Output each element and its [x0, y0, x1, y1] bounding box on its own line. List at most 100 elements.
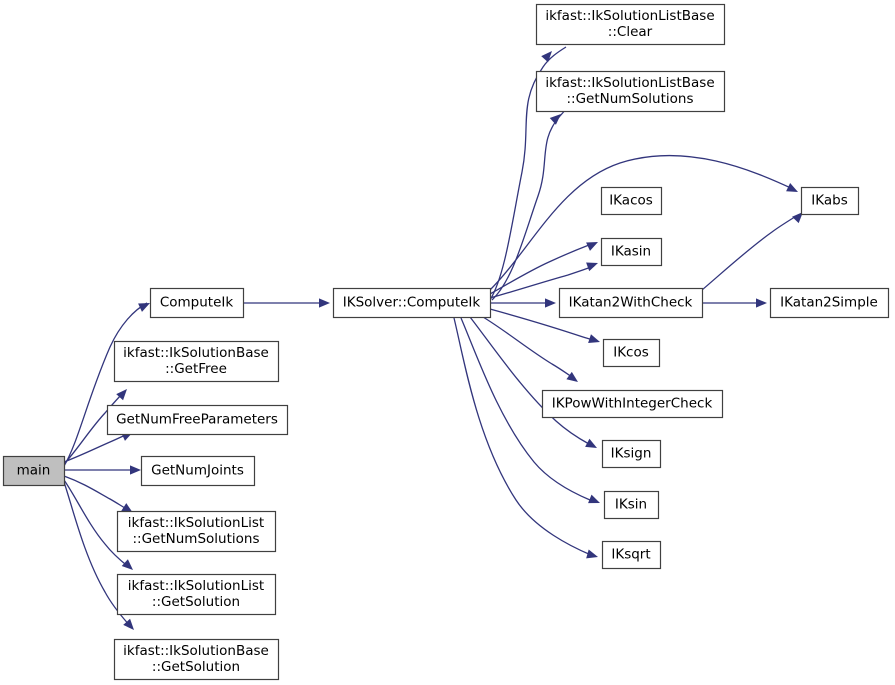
node-label-list-getsol: ikfast::IkSolutionList: [128, 578, 264, 594]
node-label-base-getsol: ikfast::IkSolutionBase: [123, 643, 269, 659]
node-box-ikasin[interactable]: [600, 237, 663, 267]
node-box-getnumjoints[interactable]: [140, 455, 256, 487]
arrowhead-to-ikcos: [588, 334, 600, 343]
edge-main-to-list-getnumsol: [63, 475, 131, 512]
node-label-iksin: IKsin: [615, 497, 647, 513]
node-label-listbase-getnum: ::GetNumSolutions: [567, 91, 694, 107]
arrowhead-to-iksign: [585, 438, 597, 448]
node-getfree[interactable]: ikfast::IkSolutionBase::GetFree: [113, 340, 280, 383]
node-label-iksign: IKsign: [611, 446, 652, 462]
arrowhead-to-getfree: [116, 389, 127, 401]
node-label-computeik: ComputeIk: [160, 295, 234, 311]
edge-main-to-base-getsol: [63, 481, 132, 628]
arrowhead-to-computeik: [138, 303, 150, 312]
node-label-getfree: ::GetFree: [165, 361, 227, 377]
node-box-base-getsol[interactable]: [113, 638, 280, 681]
edge-iksolver-to-ikacos: [489, 244, 590, 295]
node-label-getfree: ikfast::IkSolutionBase: [123, 345, 269, 361]
node-box-getnumfreeparams[interactable]: [106, 404, 289, 436]
node-label-iksqrt: IKsqrt: [611, 547, 650, 563]
edge-iksolver-to-listbase-clear: [489, 46, 567, 301]
edge-main-to-list-getsol: [63, 479, 131, 569]
node-ikacos[interactable]: IKacos: [600, 186, 663, 216]
node-box-ikatan2simple[interactable]: [769, 287, 890, 319]
arrowhead-to-list-getnumsol: [121, 503, 133, 513]
node-box-ikatan2check[interactable]: [558, 287, 704, 319]
node-box-getfree[interactable]: [113, 340, 280, 383]
arrowhead-to-listbase-getnum: [549, 114, 561, 125]
node-label-ikasin: IKasin: [611, 244, 651, 260]
node-base-getsol[interactable]: ikfast::IkSolutionBase::GetSolution: [113, 638, 280, 681]
node-box-computeik[interactable]: [149, 287, 245, 319]
node-iksign[interactable]: IKsign: [601, 439, 662, 469]
node-label-ikacos: IKacos: [609, 193, 653, 209]
node-ikcos[interactable]: IKcos: [602, 338, 661, 368]
node-box-ikabs[interactable]: [800, 186, 860, 216]
node-box-ikpowcheck[interactable]: [541, 389, 724, 419]
node-box-list-getnumsol[interactable]: [116, 510, 277, 553]
node-box-list-getsol[interactable]: [116, 573, 277, 616]
node-listbase-getnum[interactable]: ikfast::IkSolutionListBase::GetNumSoluti…: [535, 70, 726, 113]
node-listbase-clear[interactable]: ikfast::IkSolutionListBase::Clear: [535, 3, 726, 46]
node-iksin[interactable]: IKsin: [603, 490, 660, 520]
node-label-ikatan2simple: IKatan2Simple: [780, 295, 878, 311]
node-box-main[interactable]: [2, 455, 66, 487]
node-label-main: main: [17, 463, 51, 479]
node-label-list-getnumsol: ikfast::IkSolutionList: [128, 515, 264, 531]
node-box-iksolver[interactable]: [332, 287, 492, 319]
arrowhead-to-getnumjoints: [130, 465, 141, 475]
node-label-list-getsol: ::GetSolution: [152, 594, 240, 610]
node-box-listbase-getnum[interactable]: [535, 70, 726, 113]
node-label-list-getnumsol: ::GetNumSolutions: [133, 531, 260, 547]
arrowhead-to-iksin: [588, 494, 600, 504]
node-box-iksign[interactable]: [601, 439, 662, 469]
node-main[interactable]: main: [2, 455, 66, 487]
edge-iksolver-to-ikasin: [489, 265, 595, 299]
arrowhead-to-ikacos: [586, 242, 598, 251]
arrowhead-to-ikpowcheck: [566, 371, 578, 382]
node-label-ikabs: IKabs: [811, 193, 847, 209]
arrowhead-to-base-getsol: [123, 618, 134, 630]
arrowhead-to-iksqrt: [586, 549, 598, 559]
node-box-iksin[interactable]: [603, 490, 660, 520]
edge-ikatan2check-to-ikabs: [701, 214, 799, 291]
node-getnumfreeparams[interactable]: GetNumFreeParameters: [106, 404, 289, 436]
edge-iksolver-to-iksqrt: [453, 317, 592, 556]
node-list-getsol[interactable]: ikfast::IkSolutionList::GetSolution: [116, 573, 277, 616]
arrowhead-to-ikabs: [792, 212, 803, 224]
node-box-iksqrt[interactable]: [601, 540, 662, 570]
node-getnumjoints[interactable]: GetNumJoints: [140, 455, 256, 487]
node-ikatan2simple[interactable]: IKatan2Simple: [769, 287, 890, 319]
nodes-layer: main ComputeIkikfast::IkSolutionBase::Get…: [2, 3, 890, 681]
node-label-ikcos: IKcos: [613, 345, 649, 361]
arrowhead-to-ikasin: [586, 262, 598, 272]
node-computeik[interactable]: ComputeIk: [149, 287, 245, 319]
node-label-listbase-clear: ::Clear: [608, 24, 653, 40]
node-ikpowcheck[interactable]: IKPowWithIntegerCheck: [541, 389, 724, 419]
node-label-getnumjoints: GetNumJoints: [151, 463, 244, 479]
node-ikabs[interactable]: IKabs: [800, 186, 860, 216]
node-box-ikacos[interactable]: [600, 186, 663, 216]
edge-iksolver-to-iksin: [460, 317, 591, 501]
node-box-ikcos[interactable]: [602, 338, 661, 368]
node-iksqrt[interactable]: IKsqrt: [601, 540, 662, 570]
node-label-ikatan2check: IKatan2WithCheck: [569, 295, 693, 311]
node-label-base-getsol: ::GetSolution: [152, 659, 240, 675]
edge-iksolver-to-ikpowcheck: [482, 316, 573, 378]
node-label-iksolver: IKSolver::ComputeIk: [343, 295, 481, 311]
node-box-listbase-clear[interactable]: [535, 3, 726, 46]
arrowhead-to-listbase-clear: [541, 51, 552, 63]
arrowheads-layer: [116, 51, 803, 630]
edge-main-to-computeik: [63, 302, 148, 467]
node-label-listbase-clear: ikfast::IkSolutionListBase: [545, 8, 714, 24]
node-ikasin[interactable]: IKasin: [600, 237, 663, 267]
node-label-ikpowcheck: IKPowWithIntegerCheck: [552, 396, 713, 412]
node-ikatan2check[interactable]: IKatan2WithCheck: [558, 287, 704, 319]
edge-main-to-getnumfreeparams: [63, 432, 131, 463]
arrowhead-to-iksolver: [319, 298, 330, 308]
node-iksolver[interactable]: IKSolver::ComputeIk: [332, 287, 492, 319]
node-list-getnumsol[interactable]: ikfast::IkSolutionList::GetNumSolutions: [116, 510, 277, 553]
arrowhead-to-ikatan2check: [545, 298, 556, 308]
